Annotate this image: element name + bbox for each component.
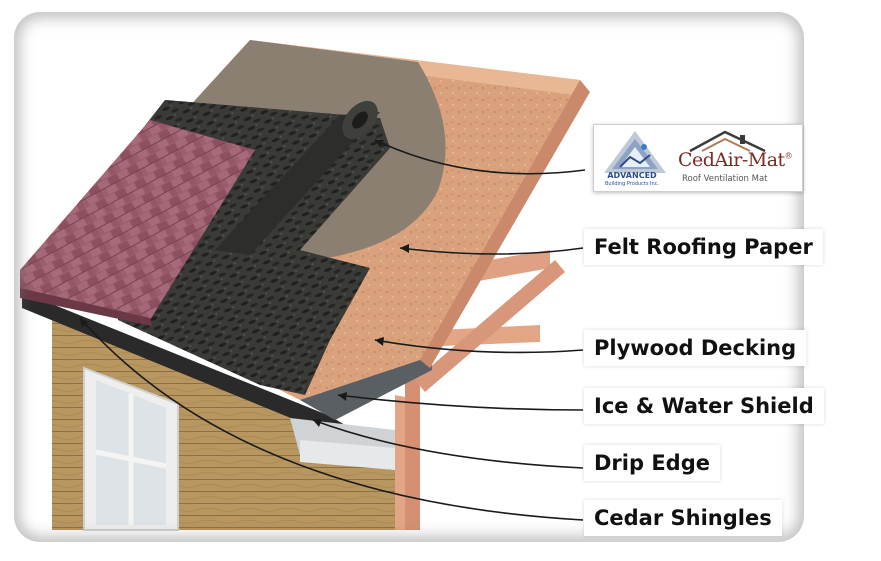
callout-plywood-decking: Plywood Decking bbox=[584, 330, 807, 366]
cedar-shingles-layer bbox=[20, 120, 255, 320]
leader-plywood bbox=[374, 339, 584, 354]
advanced-logo-name: ADVANCED bbox=[607, 171, 657, 180]
leader-felt bbox=[399, 247, 584, 255]
leader-ice bbox=[337, 394, 584, 411]
callout-ice-water-shield: Ice & Water Shield bbox=[584, 388, 824, 424]
callout-drip-edge: Drip Edge bbox=[584, 445, 720, 481]
registered-mark: ® bbox=[784, 151, 793, 161]
mat-roll bbox=[215, 100, 380, 255]
leader-arrowheads bbox=[80, 140, 409, 427]
callout-felt-roofing-paper: Felt Roofing Paper bbox=[584, 229, 823, 265]
gutter bbox=[22, 292, 395, 470]
cedairmat-logo-name: CedAir-Mat® bbox=[678, 149, 793, 171]
window bbox=[83, 366, 179, 531]
leader-lines bbox=[79, 139, 586, 521]
leader-drip bbox=[312, 419, 584, 469]
advanced-logo-subtitle: Building Products Inc. bbox=[604, 181, 660, 187]
callout-cedar-shingles: Cedar Shingles bbox=[584, 500, 782, 536]
cedairmat-logo-subtitle: Roof Ventilation Mat bbox=[682, 174, 768, 184]
rafter-framing bbox=[395, 250, 565, 530]
advanced-building-products-logo bbox=[604, 131, 666, 173]
cedairmat-roof-icon bbox=[689, 130, 766, 153]
brand-logos: ADVANCED Building Products Inc. CedAir-M… bbox=[593, 124, 803, 192]
leader-cedar bbox=[79, 317, 584, 521]
leader-logo bbox=[374, 139, 586, 175]
